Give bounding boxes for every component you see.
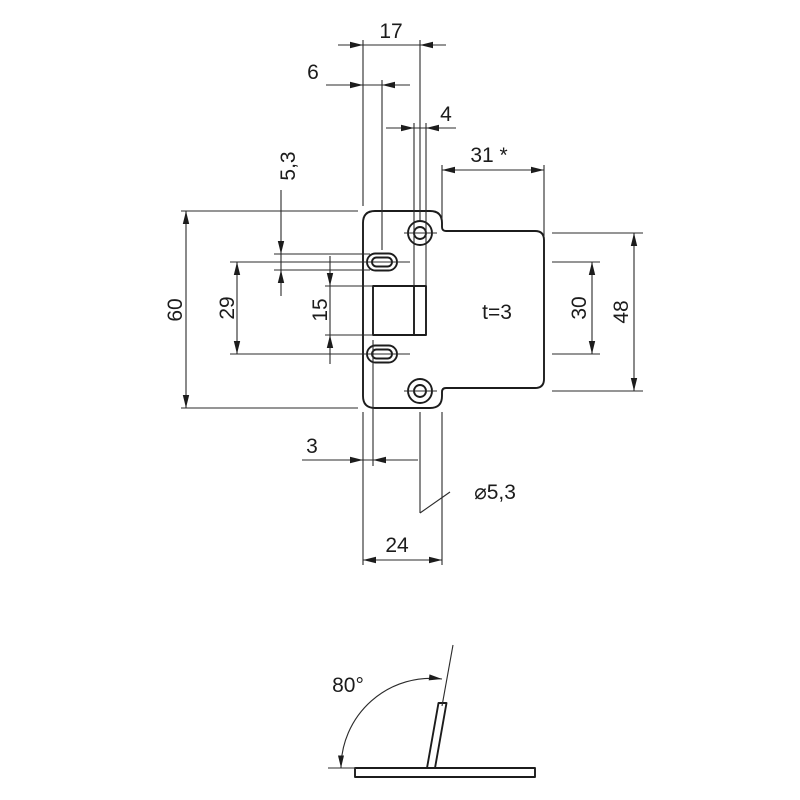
dim-label-15: 15 <box>309 298 332 321</box>
label-thickness: t=3 <box>482 301 512 324</box>
angle-arc <box>340 677 443 769</box>
dim-label-24: 24 <box>385 534 409 557</box>
dim-4: 4 <box>386 103 456 132</box>
dim-label-30: 30 <box>568 296 591 319</box>
dim-label-60: 60 <box>164 298 187 321</box>
dim-48: 48 <box>610 233 638 391</box>
latch-opening <box>372 285 427 336</box>
hole-diameter-note: ⌀5,3 <box>474 481 516 504</box>
dim-24: 24 <box>363 534 442 564</box>
side-view: 80° <box>328 644 536 778</box>
dim-31: 31 * <box>442 144 544 174</box>
dim-label-17: 17 <box>379 20 402 43</box>
dim-label-angle: 80° <box>332 674 364 697</box>
dim-label-6: 6 <box>307 61 319 84</box>
extension-lines <box>181 40 643 565</box>
thickness-note: t=3 <box>482 301 512 324</box>
dim-29: 29 <box>216 262 241 354</box>
dim-5-3-slot: 5,3 <box>277 151 300 296</box>
plate-edge-view <box>354 767 536 778</box>
dim-15: 15 <box>309 256 334 364</box>
dim-3: 3 <box>302 435 418 464</box>
label-hole-diameter: ⌀5,3 <box>419 481 516 514</box>
dim-60: 60 <box>164 211 190 408</box>
dim-label-29: 29 <box>216 296 239 319</box>
dim-6: 6 <box>307 61 410 89</box>
bent-lip <box>426 702 448 769</box>
dim-17: 17 <box>338 20 446 49</box>
front-view <box>362 210 545 409</box>
dim-label-3: 3 <box>306 435 318 458</box>
part-outline <box>362 210 545 409</box>
dim-label-31: 31 * <box>470 144 507 167</box>
dim-label-slot-width: 5,3 <box>277 151 300 180</box>
lip-extension-line <box>441 644 454 707</box>
dim-label-4: 4 <box>440 103 452 126</box>
dim-label-48: 48 <box>610 300 633 323</box>
dim-30: 30 <box>568 262 596 354</box>
